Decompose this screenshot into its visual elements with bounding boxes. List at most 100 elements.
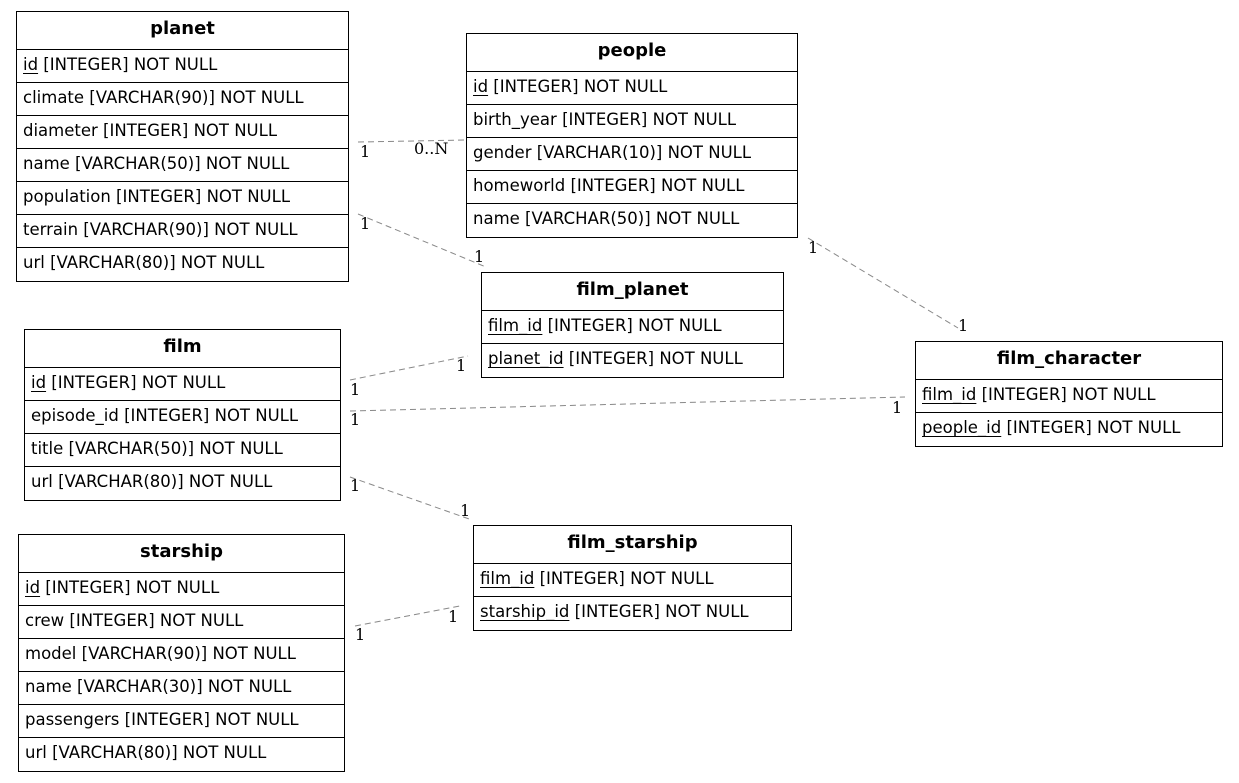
attribute-field: model	[25, 644, 77, 663]
entity-title: starship	[19, 535, 344, 573]
attribute-field: name	[473, 209, 520, 228]
entity-title: planet	[17, 12, 348, 50]
entity-starship[interactable]: starship id [INTEGER] NOT NULL crew [INT…	[18, 534, 345, 772]
attribute-row[interactable]: starship_id [INTEGER] NOT NULL	[474, 597, 791, 630]
attribute-type: [VARCHAR(30)] NOT NULL	[71, 677, 292, 696]
attribute-row[interactable]: crew [INTEGER] NOT NULL	[19, 606, 344, 639]
attribute-type: [INTEGER] NOT NULL	[563, 349, 743, 368]
card-film-film-character-to: 1	[892, 398, 902, 417]
attribute-row[interactable]: name [VARCHAR(50)] NOT NULL	[467, 204, 797, 237]
card-film-film-starship-to: 1	[460, 501, 470, 520]
attribute-row[interactable]: gender [VARCHAR(10)] NOT NULL	[467, 138, 797, 171]
attribute-row[interactable]: homeworld [INTEGER] NOT NULL	[467, 171, 797, 204]
attribute-type: [INTEGER] NOT NULL	[976, 385, 1156, 404]
attribute-type: [VARCHAR(80)] NOT NULL	[46, 743, 267, 762]
attribute-type: [INTEGER] NOT NULL	[46, 373, 226, 392]
attribute-type: [VARCHAR(80)] NOT NULL	[52, 472, 273, 491]
entity-people[interactable]: people id [INTEGER] NOT NULL birth_year …	[466, 33, 798, 238]
attribute-row[interactable]: url [VARCHAR(80)] NOT NULL	[19, 738, 344, 771]
attribute-type: [INTEGER] NOT NULL	[542, 316, 722, 335]
attribute-row[interactable]: terrain [VARCHAR(90)] NOT NULL	[17, 215, 348, 248]
attribute-field: name	[23, 154, 70, 173]
entity-title: film_starship	[474, 526, 791, 564]
primary-key-field: film_id	[488, 316, 543, 335]
attribute-row[interactable]: planet_id [INTEGER] NOT NULL	[482, 344, 783, 377]
attribute-type: [INTEGER] NOT NULL	[97, 121, 278, 140]
attribute-type: [VARCHAR(50)] NOT NULL	[519, 209, 740, 228]
attribute-type: [VARCHAR(90)] NOT NULL	[76, 644, 296, 663]
primary-key-field: id	[23, 55, 39, 74]
entity-film[interactable]: film id [INTEGER] NOT NULL episode_id [I…	[24, 329, 341, 501]
attribute-row[interactable]: name [VARCHAR(50)] NOT NULL	[17, 149, 348, 182]
card-film-film-starship-from: 1	[350, 476, 360, 495]
attribute-row[interactable]: model [VARCHAR(90)] NOT NULL	[19, 639, 344, 672]
attribute-type: [INTEGER] NOT NULL	[110, 187, 291, 206]
attribute-type: [INTEGER] NOT NULL	[40, 578, 220, 597]
attribute-field: birth_year	[473, 110, 557, 129]
attribute-type: [VARCHAR(50)] NOT NULL	[63, 439, 283, 458]
edge-planet-film-planet	[357, 213, 487, 268]
attribute-row[interactable]: people_id [INTEGER] NOT NULL	[916, 413, 1222, 446]
entity-film-character[interactable]: film_character film_id [INTEGER] NOT NUL…	[915, 341, 1223, 447]
entity-title: film	[25, 330, 340, 368]
attribute-type: [VARCHAR(90)] NOT NULL	[78, 220, 298, 239]
attribute-row[interactable]: passengers [INTEGER] NOT NULL	[19, 705, 344, 738]
entity-film-planet[interactable]: film_planet film_id [INTEGER] NOT NULL p…	[481, 272, 784, 378]
attribute-type: [INTEGER] NOT NULL	[488, 77, 668, 96]
attribute-row[interactable]: film_id [INTEGER] NOT NULL	[474, 564, 791, 597]
attribute-type: [INTEGER] NOT NULL	[119, 710, 299, 729]
attribute-row[interactable]: id [INTEGER] NOT NULL	[467, 72, 797, 105]
attribute-field: climate	[23, 88, 85, 107]
attribute-row[interactable]: id [INTEGER] NOT NULL	[25, 368, 340, 401]
attribute-type: [VARCHAR(90)] NOT NULL	[84, 88, 304, 107]
primary-key-field: id	[31, 373, 47, 392]
edge-people-film-character	[807, 237, 959, 329]
attribute-field: diameter	[23, 121, 98, 140]
attribute-type: [INTEGER] NOT NULL	[565, 176, 745, 195]
attribute-type: [INTEGER] NOT NULL	[64, 611, 244, 630]
attribute-row[interactable]: id [INTEGER] NOT NULL	[17, 50, 348, 83]
attribute-field: episode_id	[31, 406, 119, 425]
entity-planet[interactable]: planet id [INTEGER] NOT NULL climate [VA…	[16, 11, 349, 282]
entity-title: film_planet	[482, 273, 783, 311]
attribute-row[interactable]: diameter [INTEGER] NOT NULL	[17, 116, 348, 149]
card-people-film-character-from: 1	[808, 238, 818, 257]
attribute-field: gender	[473, 143, 532, 162]
attribute-type: [INTEGER] NOT NULL	[569, 602, 749, 621]
attribute-field: homeworld	[473, 176, 566, 195]
attribute-row[interactable]: film_id [INTEGER] NOT NULL	[916, 380, 1222, 413]
attribute-row[interactable]: population [INTEGER] NOT NULL	[17, 182, 348, 215]
attribute-field: url	[23, 253, 45, 272]
entity-film-starship[interactable]: film_starship film_id [INTEGER] NOT NULL…	[473, 525, 792, 631]
primary-key-field: film_id	[922, 385, 977, 404]
edge-starship-film-starship	[354, 605, 461, 627]
attribute-row[interactable]: climate [VARCHAR(90)] NOT NULL	[17, 83, 348, 116]
attribute-row[interactable]: name [VARCHAR(30)] NOT NULL	[19, 672, 344, 705]
card-film-film-planet-from: 1	[350, 380, 360, 399]
attribute-row[interactable]: url [VARCHAR(80)] NOT NULL	[25, 467, 340, 500]
attribute-type: [VARCHAR(80)] NOT NULL	[44, 253, 265, 272]
card-planet-people-from: 1	[360, 142, 370, 161]
primary-key-field: planet_id	[488, 349, 564, 368]
attribute-field: passengers	[25, 710, 120, 729]
edge-film-film-starship	[349, 476, 473, 521]
primary-key-field: people_id	[922, 418, 1002, 437]
card-starship-film-starship-from: 1	[355, 625, 365, 644]
attribute-type: [INTEGER] NOT NULL	[1001, 418, 1181, 437]
attribute-row[interactable]: episode_id [INTEGER] NOT NULL	[25, 401, 340, 434]
card-planet-film-planet-to: 1	[474, 247, 484, 266]
card-planet-people-to: 0..N	[414, 139, 448, 158]
attribute-type: [VARCHAR(10)] NOT NULL	[531, 143, 752, 162]
primary-key-field: starship_id	[480, 602, 570, 621]
primary-key-field: id	[473, 77, 489, 96]
attribute-type: [INTEGER] NOT NULL	[556, 110, 737, 129]
attribute-field: name	[25, 677, 72, 696]
attribute-row[interactable]: birth_year [INTEGER] NOT NULL	[467, 105, 797, 138]
attribute-row[interactable]: id [INTEGER] NOT NULL	[19, 573, 344, 606]
edge-film-film-planet	[349, 355, 469, 381]
attribute-row[interactable]: url [VARCHAR(80)] NOT NULL	[17, 248, 348, 281]
attribute-row[interactable]: title [VARCHAR(50)] NOT NULL	[25, 434, 340, 467]
attribute-field: terrain	[23, 220, 79, 239]
attribute-row[interactable]: film_id [INTEGER] NOT NULL	[482, 311, 783, 344]
